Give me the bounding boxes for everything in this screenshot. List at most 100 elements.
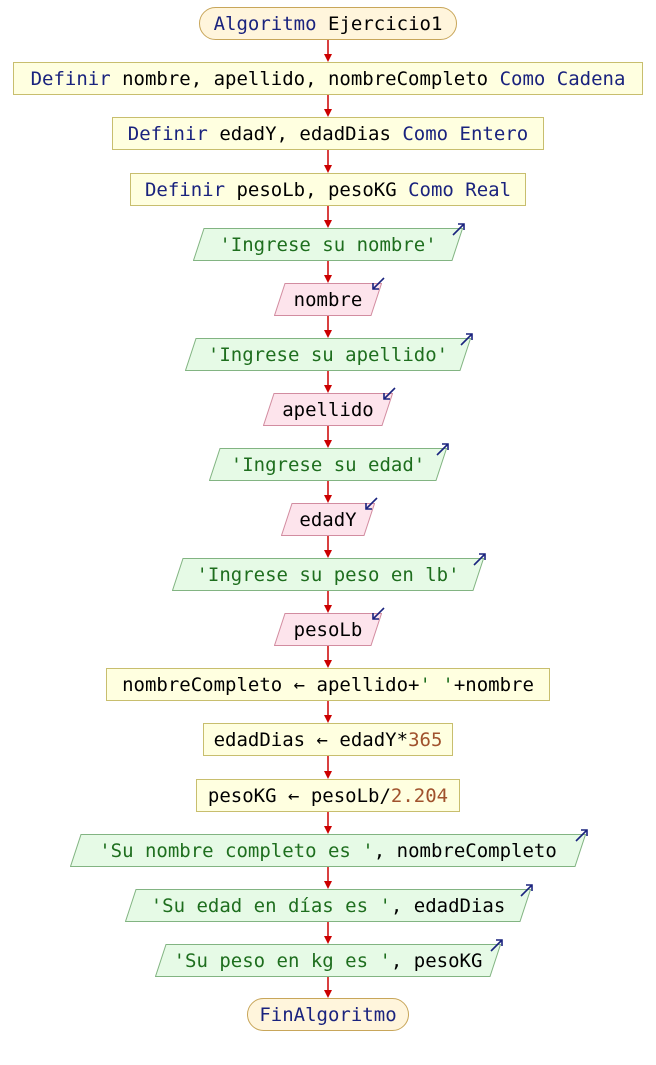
node-text: apellido <box>282 399 374 421</box>
code-token: +nombre <box>453 673 534 696</box>
connector-arrowhead <box>324 220 332 228</box>
input-arrow-icon <box>365 497 378 510</box>
output-arrow-icon <box>575 829 588 842</box>
output-arrow-icon <box>490 939 503 952</box>
connector-arrowhead <box>324 54 332 62</box>
node-text: 'Ingrese su apellido' <box>208 344 448 366</box>
code-token: 'Ingrese su edad' <box>230 453 426 476</box>
connector-arrowhead <box>324 936 332 944</box>
node-text: Definir nombre, apellido, nombreCompleto… <box>31 68 626 90</box>
code-token: Definir <box>144 178 237 201</box>
input-apellido: apellido <box>263 393 393 426</box>
code-token: 'Su peso en kg es ' <box>173 949 391 972</box>
input-arrow-icon <box>383 387 396 400</box>
code-token: nombre <box>293 288 363 311</box>
connector-arrowhead <box>324 440 332 448</box>
node-text: Algoritmo Ejercicio1 <box>214 13 443 35</box>
output-edad-dias: 'Su edad en días es ', edadDias <box>125 889 531 922</box>
connector-arrowhead <box>324 826 332 834</box>
code-token: 'Ingrese su apellido' <box>207 343 449 366</box>
code-token: , nombreCompleto <box>373 839 557 862</box>
output-arrow-icon <box>520 884 533 897</box>
output-ingrese-edad: 'Ingrese su edad' <box>209 448 447 481</box>
code-token: Como Cadena <box>499 67 626 90</box>
code-token: 'Su nombre completo es ' <box>99 839 374 862</box>
input-parallelogram-shape <box>263 393 393 426</box>
node-text: pesoKG ← pesoLb/2.204 <box>208 785 448 807</box>
node-text: 'Su nombre completo es ', nombreCompleto <box>99 840 557 862</box>
code-token: 2.204 <box>390 784 449 807</box>
output-parallelogram-shape <box>172 558 484 591</box>
node-text: nombre <box>294 289 363 311</box>
connector-arrowhead <box>324 605 332 613</box>
input-parallelogram-shape <box>281 503 375 536</box>
assign-edad-dias: edadDias ← edadY*365 <box>203 723 453 756</box>
node-text: edadDias ← edadY*365 <box>214 729 443 751</box>
output-ingrese-peso: 'Ingrese su peso en lb' <box>172 558 484 591</box>
node-text: 'Su peso en kg es ', pesoKG <box>174 950 483 972</box>
code-token: nombre, apellido, nombreCompleto <box>122 67 500 90</box>
code-token: Ejercicio1 <box>328 12 443 35</box>
output-nombre-completo: 'Su nombre completo es ', nombreCompleto <box>70 834 586 867</box>
define-real: Definir pesoLb, pesoKG Como Real <box>130 173 526 206</box>
code-token: 365 <box>408 728 443 751</box>
input-edady: edadY <box>281 503 375 536</box>
output-parallelogram-shape <box>155 944 501 977</box>
node-text: 'Ingrese su peso en lb' <box>196 564 459 586</box>
connector-arrowhead <box>324 330 332 338</box>
node-text: FinAlgoritmo <box>259 1004 396 1026</box>
code-token: FinAlgoritmo <box>259 1003 397 1026</box>
code-token: Algoritmo <box>213 12 328 35</box>
node-text: 'Su edad en días es ', edadDias <box>151 895 506 917</box>
assign-nombre-completo: nombreCompleto ← apellido+' '+nombre <box>106 668 550 701</box>
output-parallelogram-shape <box>125 889 531 922</box>
code-token: Como Real <box>408 178 512 201</box>
input-nombre: nombre <box>274 283 382 316</box>
output-parallelogram-shape <box>185 338 471 371</box>
code-token: edadDias ← edadY* <box>213 728 409 751</box>
code-token: 'Ingrese su peso en lb' <box>196 563 460 586</box>
code-token: apellido <box>282 398 374 421</box>
code-token: Como Entero <box>402 122 529 145</box>
input-arrow-icon <box>372 607 385 620</box>
code-token: Definir <box>127 122 220 145</box>
input-arrow-icon <box>372 277 385 290</box>
output-parallelogram-shape <box>70 834 586 867</box>
assign-peso-kg: pesoKG ← pesoLb/2.204 <box>196 779 460 812</box>
input-parallelogram-shape <box>274 283 382 316</box>
output-arrow-icon <box>460 333 473 346</box>
connector-arrowhead <box>324 660 332 668</box>
code-token: Definir <box>30 67 123 90</box>
connector-arrowhead <box>324 550 332 558</box>
output-ingrese-apellido: 'Ingrese su apellido' <box>185 338 471 371</box>
code-token: , edadDias <box>390 894 506 917</box>
node-text: edadY <box>299 509 356 531</box>
define-entero: Definir edadY, edadDias Como Entero <box>112 117 544 150</box>
code-token: pesoKG ← pesoLb/ <box>207 784 391 807</box>
input-parallelogram-shape <box>274 613 382 646</box>
connector-arrowhead <box>324 881 332 889</box>
connector-arrowhead <box>324 495 332 503</box>
connector-arrowhead <box>324 109 332 117</box>
output-arrow-icon <box>473 553 486 566</box>
node-text: 'Ingrese su nombre' <box>219 234 436 256</box>
code-token: nombreCompleto ← apellido+ <box>122 673 420 696</box>
code-token: ' ' <box>419 673 454 696</box>
define-cadena: Definir nombre, apellido, nombreCompleto… <box>13 62 643 95</box>
code-token: , pesoKG <box>390 949 483 972</box>
output-parallelogram-shape <box>193 228 463 261</box>
code-token: 'Ingrese su nombre' <box>219 233 437 256</box>
connector-arrowhead <box>324 385 332 393</box>
node-text: pesoLb <box>294 619 363 641</box>
code-token: pesoLb, pesoKG <box>236 178 409 201</box>
node-text: Definir pesoLb, pesoKG Como Real <box>145 179 511 201</box>
code-token: edadY, edadDias <box>219 122 403 145</box>
node-text: Definir edadY, edadDias Como Entero <box>128 123 528 145</box>
output-parallelogram-shape <box>209 448 447 481</box>
end-terminal: FinAlgoritmo <box>247 998 409 1031</box>
output-arrow-icon <box>452 223 465 236</box>
output-ingrese-nombre: 'Ingrese su nombre' <box>193 228 463 261</box>
node-text: nombreCompleto ← apellido+' '+nombre <box>122 674 534 696</box>
connector-arrowhead <box>324 275 332 283</box>
